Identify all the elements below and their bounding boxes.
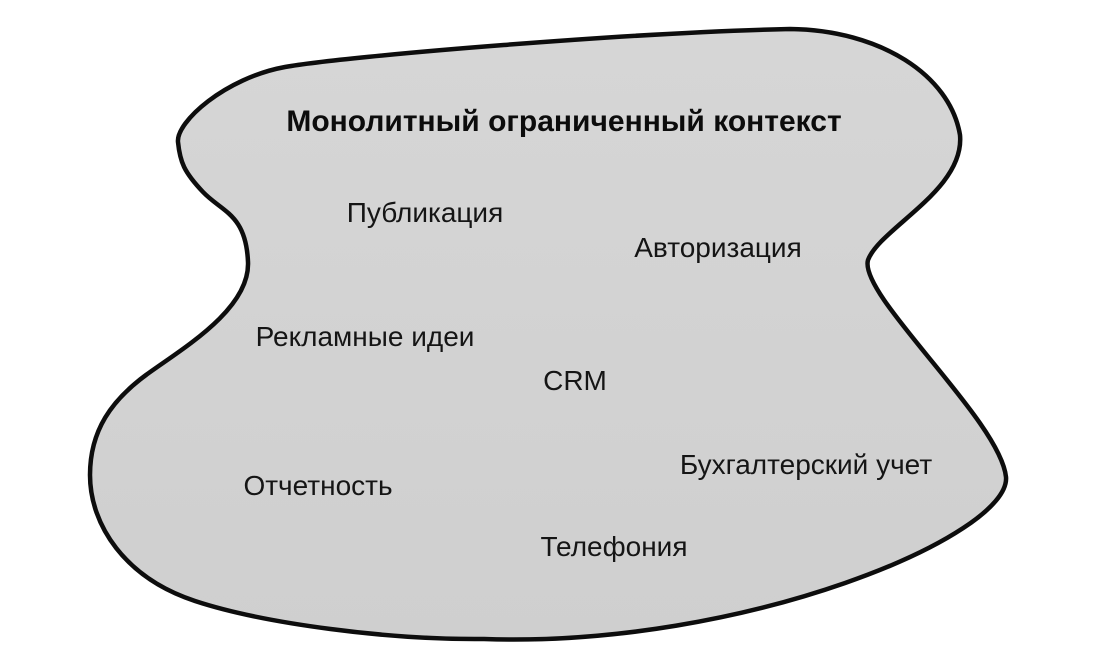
module-crm: CRM: [543, 365, 607, 396]
module-telephony: Телефония: [540, 531, 688, 562]
blob-outline: [87, 26, 1009, 642]
module-authorization: Авторизация: [634, 232, 802, 263]
module-accounting: Бухгалтерский учет: [679, 449, 933, 480]
module-publishing: Публикация: [346, 197, 504, 228]
module-advertising-ideas: Рекламные идеи: [255, 321, 475, 352]
module-reporting: Отчетность: [243, 470, 393, 501]
diagram-title: Монолитный ограниченный контекст: [286, 105, 842, 138]
